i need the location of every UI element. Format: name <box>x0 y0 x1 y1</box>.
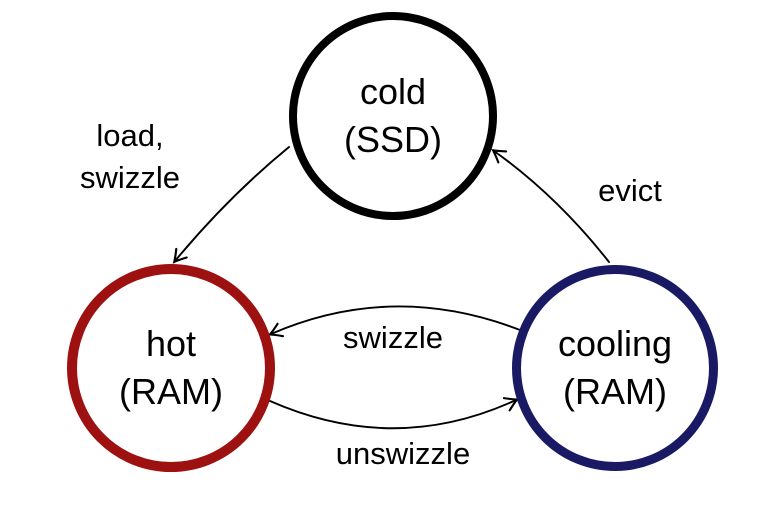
edge-label-evict: evict <box>598 173 662 208</box>
edge-label-load-swizzle-line1: load, <box>96 118 164 153</box>
state-cooling: cooling (RAM) <box>512 265 718 471</box>
state-hot-storage: (RAM) <box>119 371 223 412</box>
edge-label-unswizzle: unswizzle <box>335 436 471 471</box>
state-cold: cold (SSD) <box>289 12 497 220</box>
edge-unswizzle <box>269 397 520 430</box>
edge-evict <box>491 148 610 263</box>
state-cooling-name: cooling <box>557 323 673 364</box>
edge-load-swizzle <box>172 146 290 264</box>
state-hot: hot (RAM) <box>67 264 275 472</box>
state-cold-name: cold <box>359 71 427 112</box>
edge-swizzle <box>267 305 521 338</box>
edge-label-swizzle: swizzle <box>343 320 443 355</box>
edge-label-load-swizzle-line2: swizzle <box>80 160 180 195</box>
state-cooling-storage: (RAM) <box>563 371 667 412</box>
state-cold-storage: (SSD) <box>344 119 442 160</box>
edge-label-load-swizzle: load, swizzle <box>55 115 205 199</box>
state-hot-name: hot <box>145 323 197 364</box>
